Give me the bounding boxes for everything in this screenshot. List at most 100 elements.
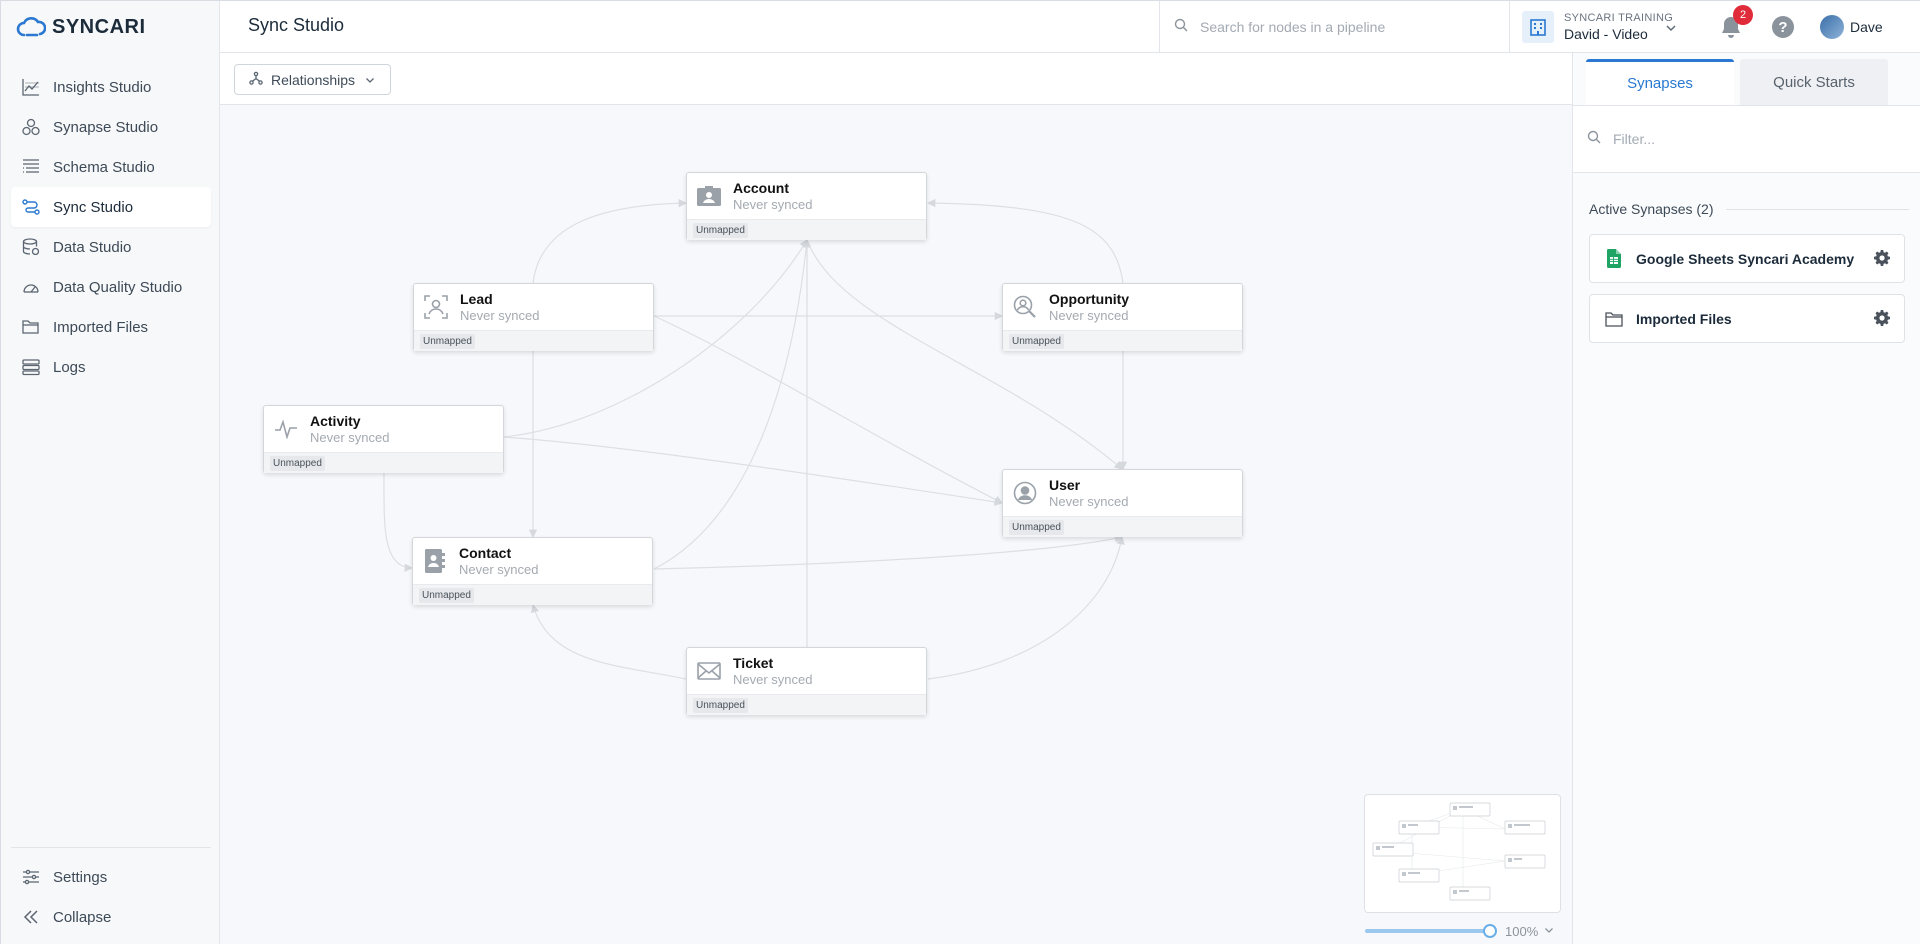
sidebar-item-label: Logs [53,358,86,376]
node-contact[interactable]: Contact Never synced Unmapped [412,537,653,605]
search-icon [1174,18,1188,37]
collapse-button[interactable]: Collapse [11,897,211,937]
chevron-down-icon[interactable] [1544,922,1554,940]
tab-quick-starts[interactable]: Quick Starts [1740,59,1888,105]
zoom-slider[interactable] [1365,924,1497,938]
chevron-down-icon [1665,21,1677,39]
edge-lead-user [653,315,1003,504]
node-tag: Unmapped [270,455,325,471]
node-lead[interactable]: Lead Never synced Unmapped [413,283,654,351]
folder-icon [21,317,41,337]
user-name: Dave [1850,19,1883,35]
sidebar-item-data-studio[interactable]: Data Studio [11,227,211,267]
folder-icon [1604,309,1624,329]
settings-label: Settings [53,868,108,886]
relationships-icon [249,71,263,88]
relationships-dropdown[interactable]: Relationships [234,64,391,95]
edge-opportunity-account [926,198,1124,284]
sidebar-item-sync-studio[interactable]: Sync Studio [11,187,211,227]
user-menu[interactable]: Dave [1820,15,1883,39]
right-panel: Synapses Quick Starts Active Synapses (2… [1572,53,1920,944]
gear-icon[interactable] [1874,249,1892,268]
canvas-toolbar: Relationships [220,53,1572,105]
node-status: Never synced [1049,494,1129,509]
node-activity[interactable]: Activity Never synced Unmapped [263,405,504,473]
filter-input[interactable] [1613,131,1893,147]
notifications-button[interactable]: 2 [1720,5,1753,39]
sidebar-item-label: Data Studio [53,238,132,256]
synapse-card-google-sheets[interactable]: Google Sheets Syncari Academy [1589,234,1905,283]
org-switcher[interactable]: SYNCARI TRAINING David - Video [1509,1,1689,53]
org-label: SYNCARI TRAINING [1564,12,1674,24]
edge-activity-account [502,239,808,438]
search-input[interactable] [1200,19,1480,35]
section-title-text: Active Synapses (2) [1589,201,1714,217]
minimap[interactable] [1364,794,1561,913]
person-scan-icon [422,293,450,321]
edge-contact-account [653,238,811,570]
top-header: Sync Studio SYNCARI TRAINING David - Vid… [220,1,1920,53]
node-opportunity[interactable]: Opportunity Never synced Unmapped [1002,283,1243,351]
tabs-divider [1573,105,1920,106]
pipeline-canvas[interactable]: Account Never synced Unmapped Lead Never… [220,105,1572,944]
help-button[interactable]: ? [1771,15,1795,39]
sidebar-item-synapse-studio[interactable]: Synapse Studio [11,107,211,147]
svg-text:?: ? [1778,19,1787,36]
sidebar-item-label: Sync Studio [53,198,134,216]
sidebar-item-label: Insights Studio [53,78,152,96]
zoom-level[interactable]: 100% [1505,923,1539,939]
search-icon [1587,130,1601,149]
sidebar-item-schema-studio[interactable]: Schema Studio [11,147,211,187]
edge-lead-account [532,198,688,284]
minimap-preview [1372,802,1546,901]
cloud-logo-icon [16,17,46,37]
org-text: SYNCARI TRAINING David - Video [1564,12,1673,42]
logs-icon [21,357,41,377]
relationship-edges [383,198,1128,680]
envelope-icon [695,657,723,685]
node-account[interactable]: Account Never synced Unmapped [686,172,927,240]
syncari-logo[interactable]: SYNCARI [16,15,146,39]
sidebar-item-logs[interactable]: Logs [11,347,211,387]
section-divider [1725,208,1909,210]
zoom-slider-handle[interactable] [1483,924,1497,938]
node-name: Opportunity [1049,291,1130,307]
zoom-control: 100% [1365,923,1561,939]
node-tag: Unmapped [1009,519,1064,535]
tab-synapses[interactable]: Synapses [1586,59,1734,105]
sidebar-item-label: Schema Studio [53,158,155,176]
gear-icon[interactable] [1874,309,1892,328]
sidebar-item-data-quality-studio[interactable]: Data Quality Studio [11,267,211,307]
settings-button[interactable]: Settings [11,857,211,897]
node-name: Activity [310,413,361,429]
chevron-down-icon [365,72,375,88]
sidebar-item-insights-studio[interactable]: Insights Studio [11,67,211,107]
logo-text: SYNCARI [52,15,146,38]
person-search-icon [1011,293,1039,321]
node-user[interactable]: User Never synced Unmapped [1002,469,1243,537]
node-name: Contact [459,545,512,561]
panel-tabs: Synapses Quick Starts [1586,59,1888,105]
node-name: Ticket [733,655,774,671]
node-ticket[interactable]: Ticket Never synced Unmapped [686,647,927,715]
node-status: Never synced [310,430,390,445]
node-search [1159,1,1509,53]
sidebar-item-label: Synapse Studio [53,118,159,136]
active-synapses-heading: Active Synapses (2) [1589,201,1909,217]
double-chevron-left-icon [21,907,41,927]
sync-icon [21,197,41,217]
sidebar-item-imported-files[interactable]: Imported Files [11,307,211,347]
sidebar-item-label: Data Quality Studio [53,278,183,296]
help-icon: ? [1772,16,1794,38]
node-name: Account [733,180,789,196]
node-name: Lead [460,291,493,307]
collapse-label: Collapse [53,908,112,926]
sidebar-item-label: Imported Files [53,318,149,336]
schema-icon [21,157,41,177]
gauge-icon [21,277,41,297]
synapse-card-imported-files[interactable]: Imported Files [1589,294,1905,343]
node-tag: Unmapped [420,333,475,349]
edge-activity-contact [383,472,414,572]
sidebar-footer: Settings Collapse [11,847,211,937]
